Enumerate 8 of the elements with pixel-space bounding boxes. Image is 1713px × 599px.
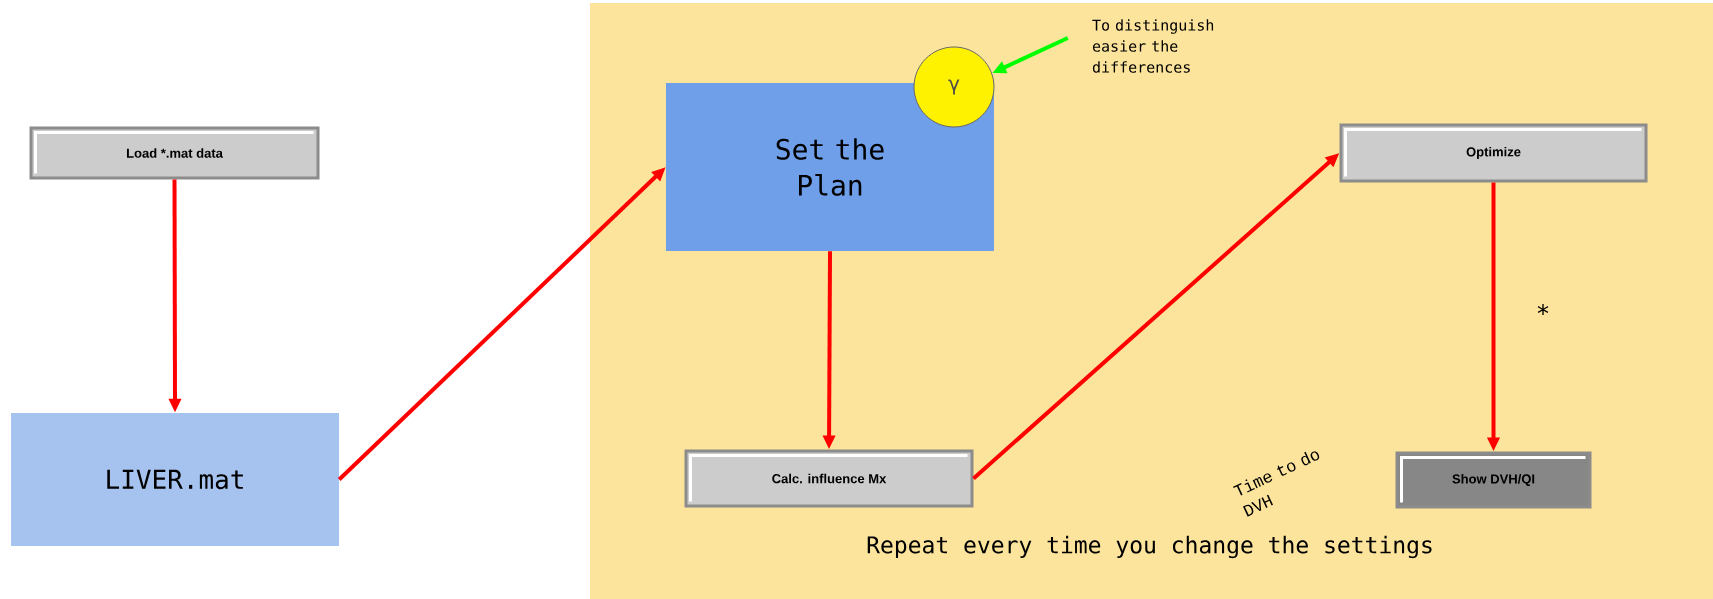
- annotation-text: To distinguish easier the differences: [1092, 19, 1214, 73]
- rotated-note: Time to do DVH: [1233, 451, 1320, 517]
- button: Optimize: [1339, 123, 1648, 183]
- button: Show DVH/QI: [1395, 451, 1592, 509]
- button: Load *.mat data: [29, 126, 320, 180]
- button: Calc. influence Mx: [684, 449, 974, 508]
- data-box: LIVER.mat: [11, 413, 339, 546]
- asterisk-mark: *: [1537, 304, 1549, 316]
